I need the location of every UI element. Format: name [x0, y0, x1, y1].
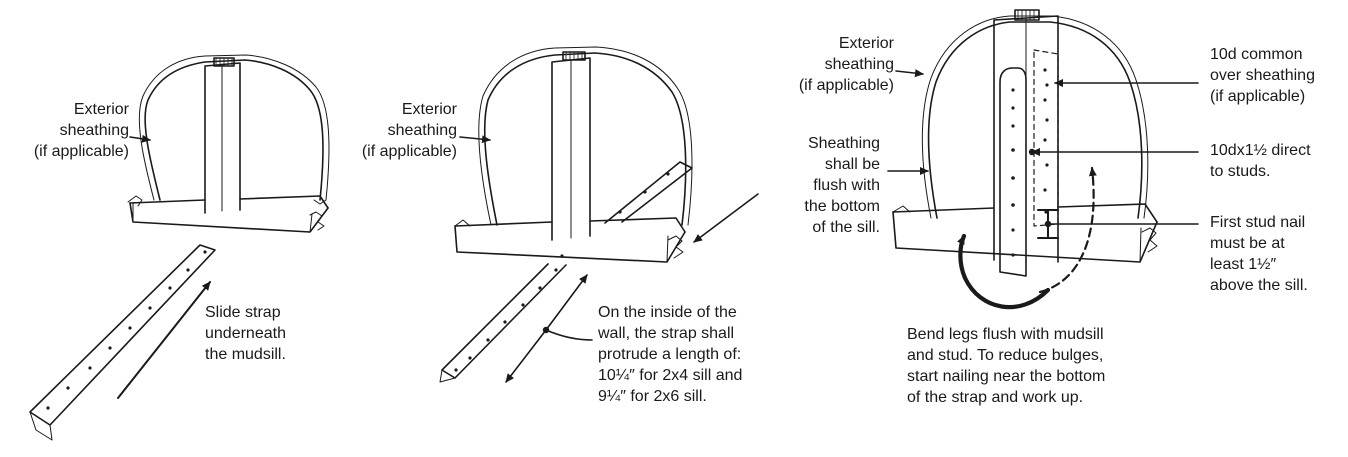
panel-2-strap-back	[604, 161, 693, 224]
panel-2-sheathing-arrow	[459, 135, 491, 144]
panel-2-leader-sill	[693, 193, 759, 243]
panel-1-sill-front	[129, 202, 329, 233]
panel-3-sill-front	[892, 211, 1158, 263]
panel-3-direct-label: 10dx1½ direct to studs.	[1210, 142, 1311, 180]
panel-2-sill-top	[454, 217, 686, 233]
panel-2-sheathing-label: Exterior sheathing (if applicable)	[361, 101, 457, 160]
panel-2-inside-label: On the inside of the wall, the strap sha…	[598, 304, 743, 405]
panel-3-illustration	[887, 9, 1199, 310]
panel-3-flush-label: Sheathing shall be flush with the bottom…	[804, 135, 880, 236]
panel-1-sheathing-label: Exterior sheathing (if applicable)	[33, 101, 129, 160]
panel-1-slide-label: Slide strap underneath the mudsill.	[205, 304, 286, 363]
panel-2-illustration	[439, 46, 759, 383]
panel-3-common-label: 10d common over sheathing (if applicable…	[1210, 46, 1315, 105]
panel-3-bend-arrow	[957, 233, 1051, 310]
panel-2-strap-front	[441, 263, 567, 379]
panel-3-first-nail-label: First stud nail must be at least 1½″ abo…	[1210, 214, 1308, 294]
panel-3-bend-arrow-dashed	[1038, 166, 1097, 294]
panel-1-sill-top	[129, 195, 329, 209]
panel-3-sheathing-label: Exterior sheathing (if applicable)	[798, 35, 894, 94]
panel-3-sheathing-outline	[927, 21, 1143, 219]
panel-2-leader-inside	[545, 329, 593, 341]
panel-1-sheathing-arrow	[129, 134, 151, 143]
panel-2-length-arrow-up	[545, 274, 588, 331]
panel-1-illustration	[29, 54, 330, 441]
panel-2-length-arrow-down	[505, 329, 547, 383]
panel-2-sheathing-outline	[483, 52, 687, 226]
panel-3-strap-dashed	[1033, 49, 1059, 227]
panel-3-strap	[999, 67, 1027, 277]
panel-1-strap	[29, 244, 216, 426]
panel-3-sheathing-arrow	[895, 69, 924, 78]
panel-3-sill-top	[892, 203, 1158, 223]
panel-1-sheathing-outline	[144, 59, 324, 201]
panel-3-bend-label: Bend legs flush with mudsill and stud. T…	[907, 326, 1106, 406]
panel-2-sill-front	[454, 225, 686, 263]
panel-1-slide-arrow	[117, 281, 211, 399]
